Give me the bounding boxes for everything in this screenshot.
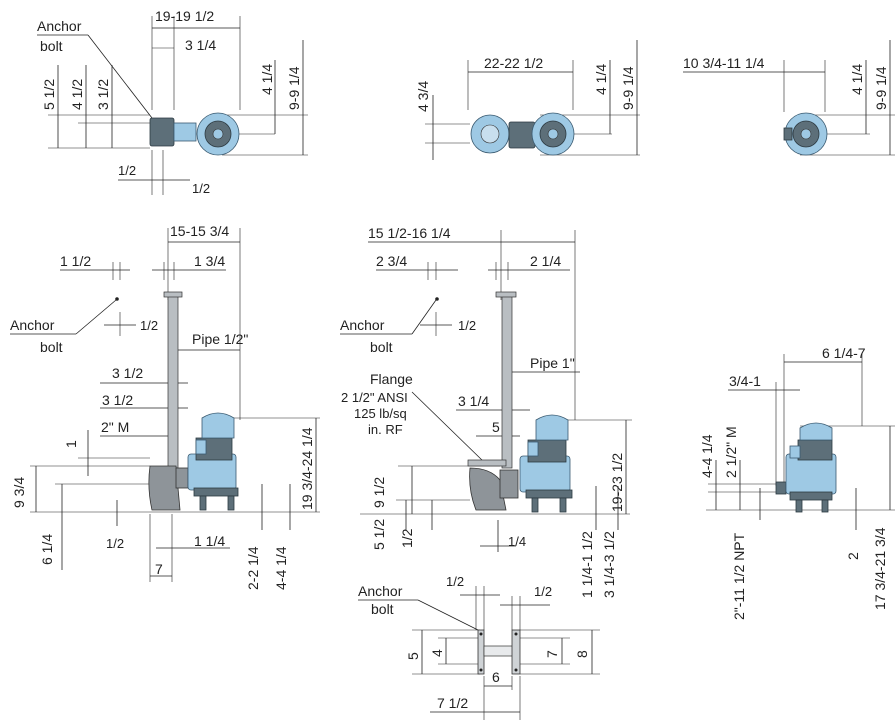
- pump-top-view: [470, 112, 575, 156]
- anchor-leader-line: [411, 299, 437, 335]
- dimension-label: 1/2: [118, 163, 136, 178]
- dimension-label: 4 1/4: [259, 64, 275, 95]
- dimension-label: 6 1/4: [39, 534, 55, 565]
- dimension-label: 7: [155, 561, 163, 577]
- anchor-bolt-label: Anchor: [358, 583, 403, 599]
- dimension-label: 1/2: [458, 318, 476, 333]
- dimension-label: 3 1/2: [95, 79, 111, 110]
- dimension-label: 10 3/4-11 1/4: [683, 55, 765, 71]
- top-view-1: Anchor bolt 19-19 1/2 3 1/4 4 1/4 9-9 1/…: [37, 8, 308, 196]
- dimension-label: 1/2: [534, 584, 552, 599]
- dimension-label: 1 1/4-1 1/2: [579, 531, 595, 598]
- dimension-label: 1/2: [140, 318, 158, 333]
- dimension-label: 2 1/4: [530, 253, 561, 269]
- dimension-label: 5: [405, 652, 421, 660]
- dimension-label: 1/2: [446, 574, 464, 589]
- pump-side-view: [148, 291, 239, 511]
- dimension-label: 9-9 1/4: [873, 66, 889, 110]
- dimension-label: 1 1/4: [194, 533, 225, 549]
- dimension-label: 2 3/4: [376, 253, 407, 269]
- dimension-label: 3 1/4: [185, 37, 216, 53]
- dimension-label: 6 1/4-7: [822, 345, 866, 361]
- flange-label: Flange: [370, 371, 413, 387]
- top-view-2: 22-22 1/2 4 1/4 9-9 1/4 4 3/4: [415, 40, 640, 160]
- flange-leader-line: [411, 391, 485, 463]
- anchor-leader-line: [75, 299, 117, 335]
- dimension-label: 3 1/4: [458, 393, 489, 409]
- anchor-bolt-label: Anchor: [37, 18, 82, 34]
- dimension-label: 22-22 1/2: [484, 55, 543, 71]
- side-view-1: 15-15 3/4 1 1/2 1 3/4 Anchor bolt 1/2 Pi…: [10, 223, 320, 590]
- connection-label: 2"-11 1/2 NPT: [731, 532, 747, 620]
- dimension-label: 5 1/2: [371, 519, 387, 550]
- dimension-label: 9-9 1/4: [620, 66, 636, 110]
- base-detail-view: Anchor bolt 1/2 1/2 5 4 7 8 6 7 1/2: [358, 574, 600, 720]
- dimension-label: 5: [492, 419, 500, 435]
- dimension-label: 9-9 1/4: [286, 66, 302, 110]
- dimension-label: 1/2: [192, 181, 210, 196]
- dimension-label: 15 1/2-16 1/4: [368, 225, 451, 241]
- dimension-label: 4 3/4: [415, 81, 431, 112]
- dimension-label: 7 1/2: [437, 695, 468, 711]
- dimension-label: 19-23 1/2: [609, 453, 625, 512]
- anchor-bolt-label: bolt: [370, 339, 393, 355]
- dimension-label: 4 1/4: [593, 64, 609, 95]
- anchor-leader-line: [417, 599, 479, 631]
- dimension-label: 15-15 3/4: [170, 223, 229, 239]
- dimension-label: 4-4 1/4: [273, 546, 289, 590]
- connection-label: 2" M: [101, 419, 129, 435]
- dimension-label: 4: [429, 649, 445, 657]
- dimension-label: 1 3/4: [194, 253, 225, 269]
- dimension-label: 4 1/4: [849, 64, 865, 95]
- dimension-label: 4 1/2: [69, 79, 85, 110]
- dimension-label: 8: [574, 650, 590, 658]
- dimension-label: 6: [492, 669, 500, 685]
- dimension-label: 1 1/2: [60, 253, 91, 269]
- side-view-2: 15 1/2-16 1/4 2 3/4 2 1/4 Anchor bolt 1/…: [340, 225, 632, 598]
- dimension-label: 2-2 1/4: [245, 546, 261, 590]
- dimension-label: 4-4 1/4: [699, 434, 715, 478]
- flange-label: in. RF: [368, 422, 403, 437]
- dimension-label: 1: [63, 440, 79, 448]
- pipe-label: Pipe 1/2": [192, 331, 248, 347]
- base-plate-top: [477, 629, 521, 675]
- top-view-3: 10 3/4-11 1/4 4 1/4 9-9 1/4: [683, 40, 895, 156]
- dimension-label: 2: [845, 552, 861, 560]
- pump-side-view: [467, 291, 573, 513]
- dimension-label: 19 3/4-24 1/4: [299, 427, 315, 510]
- pump-top-view: [149, 112, 240, 156]
- dimension-label: 1/2: [106, 536, 124, 551]
- dimension-label: 9 1/2: [371, 477, 387, 508]
- flange-label: 125 lb/sq: [354, 406, 407, 421]
- anchor-bolt-label: bolt: [40, 339, 63, 355]
- dimension-label: 5 1/2: [41, 79, 57, 110]
- connection-label: 2 1/2" M: [723, 426, 739, 478]
- dimension-label: 7: [544, 650, 560, 658]
- anchor-bolt-label: bolt: [40, 38, 63, 54]
- anchor-bolt-label: Anchor: [340, 317, 385, 333]
- dimension-label: 17 3/4-21 3/4: [872, 527, 888, 610]
- dimension-label: 1/2: [399, 528, 415, 548]
- dimension-label: 19-19 1/2: [155, 8, 214, 24]
- dimension-label: 1/4: [508, 534, 526, 549]
- anchor-leader-line: [87, 34, 153, 119]
- dimension-label: 3/4-1: [729, 373, 761, 389]
- pump-top-view: [783, 112, 828, 156]
- dimension-label: 3 1/4-3 1/2: [601, 531, 617, 598]
- dimension-label: 9 3/4: [11, 477, 27, 508]
- side-view-3: 6 1/4-7 3/4-1 2 17 3/4-21 3/4 4-4 1/4 2 …: [699, 345, 895, 620]
- pipe-label: Pipe 1": [530, 355, 575, 371]
- flange-label: 2 1/2" ANSI: [341, 390, 408, 405]
- dimension-label: 3 1/2: [112, 365, 143, 381]
- anchor-bolt-label: bolt: [371, 601, 394, 617]
- dimension-label: 3 1/2: [102, 392, 133, 408]
- anchor-bolt-label: Anchor: [10, 317, 55, 333]
- pump-side-view: [775, 422, 837, 513]
